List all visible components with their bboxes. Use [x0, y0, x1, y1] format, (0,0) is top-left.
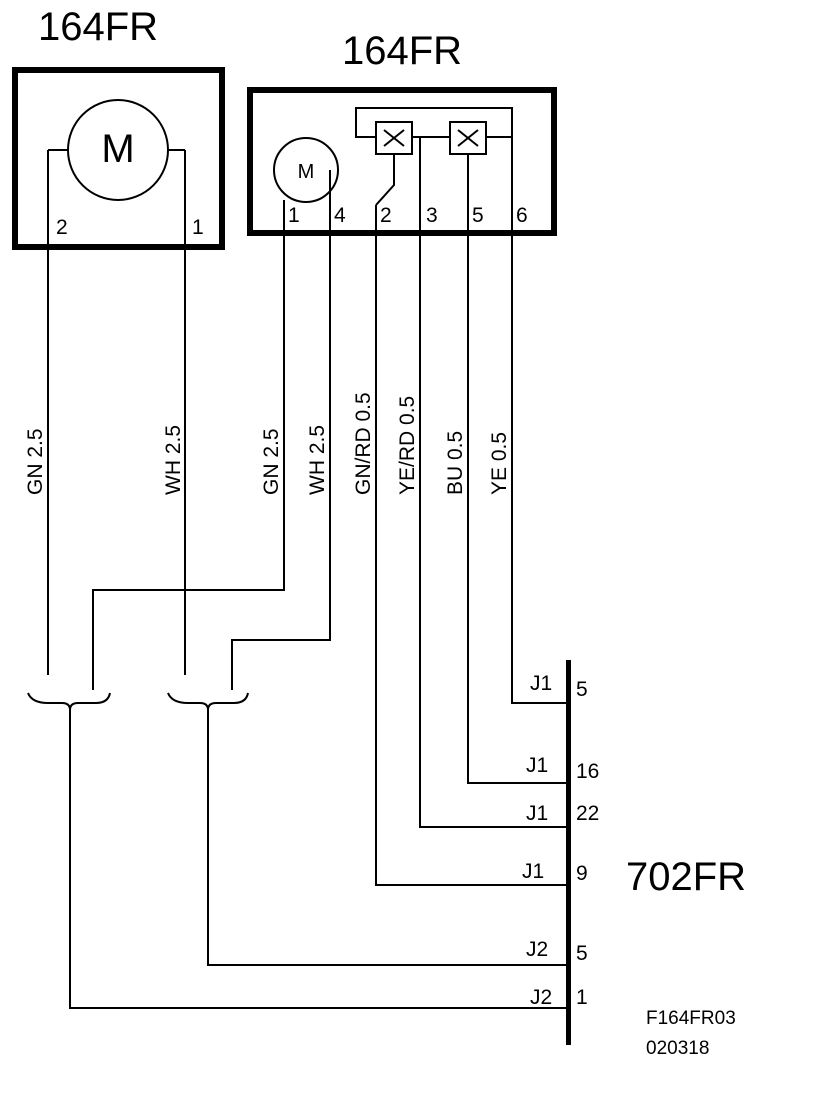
terminal-5-connector: J2 — [526, 938, 548, 961]
wire-label-8: YE 0.5 — [488, 432, 511, 495]
module-right-motor-symbol — [273, 137, 339, 203]
terminal-2-pin: 16 — [576, 760, 599, 783]
module-pin-6: 6 — [516, 204, 528, 227]
motor-left-pin-2: 2 — [56, 216, 68, 239]
module-pin-5: 5 — [472, 204, 484, 227]
terminal-6-connector: J2 — [530, 986, 552, 1009]
wire-label-4: WH 2.5 — [306, 425, 329, 495]
wires — [27, 137, 568, 1009]
connector-title: 702FR — [626, 855, 746, 899]
module-pin-1: 1 — [288, 204, 300, 227]
terminal-2-connector: J1 — [526, 754, 548, 777]
module-pin-3: 3 — [426, 204, 438, 227]
figure-date: 020318 — [646, 1038, 709, 1059]
module-switches — [355, 107, 513, 210]
terminal-5-pin: 5 — [576, 942, 588, 965]
module-right-m: M — [298, 161, 315, 183]
wire-label-7: BU 0.5 — [444, 431, 467, 495]
terminal-6-pin: 1 — [576, 986, 588, 1009]
motor-left-title: 164FR — [38, 5, 158, 49]
terminal-1-connector: J1 — [530, 672, 552, 695]
motor-left-pin-1: 1 — [192, 216, 204, 239]
terminal-3-connector: J1 — [526, 802, 548, 825]
terminal-4-connector: J1 — [522, 860, 544, 883]
wire-label-5: GN/RD 0.5 — [352, 392, 375, 495]
connector-bar — [566, 660, 571, 1045]
module-right-box — [247, 87, 557, 236]
motor-left-box — [12, 67, 225, 250]
module-right-title: 164FR — [342, 29, 462, 73]
wire-label-6: YE/RD 0.5 — [396, 396, 419, 495]
wire-label-2: WH 2.5 — [162, 425, 185, 495]
wire-label-3: GN 2.5 — [260, 428, 283, 495]
terminal-1-pin: 5 — [576, 678, 588, 701]
figure-code: F164FR03 — [646, 1008, 736, 1029]
module-pin-4: 4 — [334, 204, 346, 227]
motor-left-m: M — [101, 127, 134, 171]
wire-label-1: GN 2.5 — [24, 428, 47, 495]
terminal-3-pin: 22 — [576, 802, 599, 825]
terminal-4-pin: 9 — [576, 862, 588, 885]
module-pin-2: 2 — [380, 204, 392, 227]
